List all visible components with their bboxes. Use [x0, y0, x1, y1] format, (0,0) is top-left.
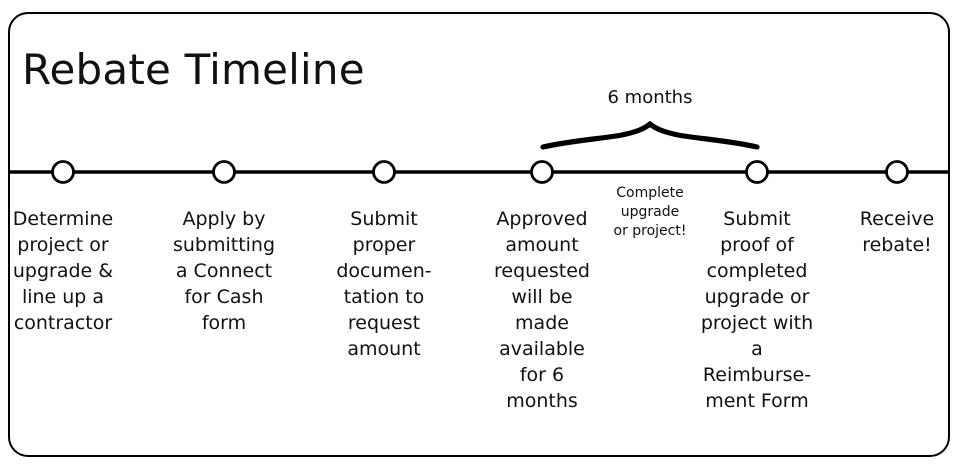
step-line: upgrade & — [12, 260, 114, 282]
step-line: will be — [511, 286, 573, 308]
step-line: completed — [706, 260, 808, 282]
step-line: months — [506, 390, 578, 412]
step-line: requested — [494, 260, 590, 282]
note-line: or project! — [613, 223, 687, 239]
step-line: tation to — [343, 286, 425, 308]
step-4-approved-amount-available: Approved amount requested will be made a… — [477, 206, 607, 414]
step-line: project with — [700, 312, 814, 334]
step-2-apply-connect-for-cash: Apply by submitting a Connect for Cash f… — [161, 206, 287, 336]
step-line: available — [499, 338, 585, 360]
step-line: Submit — [723, 208, 791, 230]
step-line: made — [515, 312, 569, 334]
step-line: Reimburse- — [702, 364, 812, 386]
step-6-receive-rebate: Receive rebate! — [836, 206, 958, 258]
step-line: amount — [505, 234, 579, 256]
step-line: Determine — [12, 208, 114, 230]
step-1-determine-project: Determine project or upgrade & line up a… — [0, 206, 126, 336]
note-line: upgrade — [620, 204, 680, 220]
step-line: amount — [347, 338, 421, 360]
step-line: form — [201, 312, 247, 334]
note-line: Complete — [616, 185, 684, 201]
step-line: a — [751, 338, 763, 360]
step-line: proof of — [720, 234, 794, 256]
step-line: proper — [352, 234, 416, 256]
step-3-submit-documentation: Submit proper documen- tation to request… — [319, 206, 449, 362]
step-line: rebate! — [862, 234, 932, 256]
page-title: Rebate Timeline — [22, 45, 365, 94]
step-line: documen- — [336, 260, 432, 282]
step-line: upgrade or — [704, 286, 810, 308]
step-line: for Cash — [184, 286, 264, 308]
complete-upgrade-note: Complete upgrade or project! — [595, 184, 705, 241]
brace-label-6-months: 6 months — [607, 87, 693, 108]
step-line: Approved — [496, 208, 588, 230]
step-line: a Connect — [175, 260, 273, 282]
step-line: request — [347, 312, 421, 334]
step-line: submitting — [172, 234, 276, 256]
step-line: ment Form — [705, 390, 809, 412]
diagram-frame — [8, 12, 950, 457]
step-5-submit-proof-reimbursement: Submit proof of completed upgrade or pro… — [688, 206, 826, 414]
step-line: line up a — [21, 286, 105, 308]
step-line: project or — [17, 234, 109, 256]
step-line: Submit — [350, 208, 418, 230]
step-line: contractor — [13, 312, 113, 334]
step-line: Apply by — [182, 208, 266, 230]
step-line: for 6 — [519, 364, 565, 386]
step-line: Receive — [859, 208, 935, 230]
